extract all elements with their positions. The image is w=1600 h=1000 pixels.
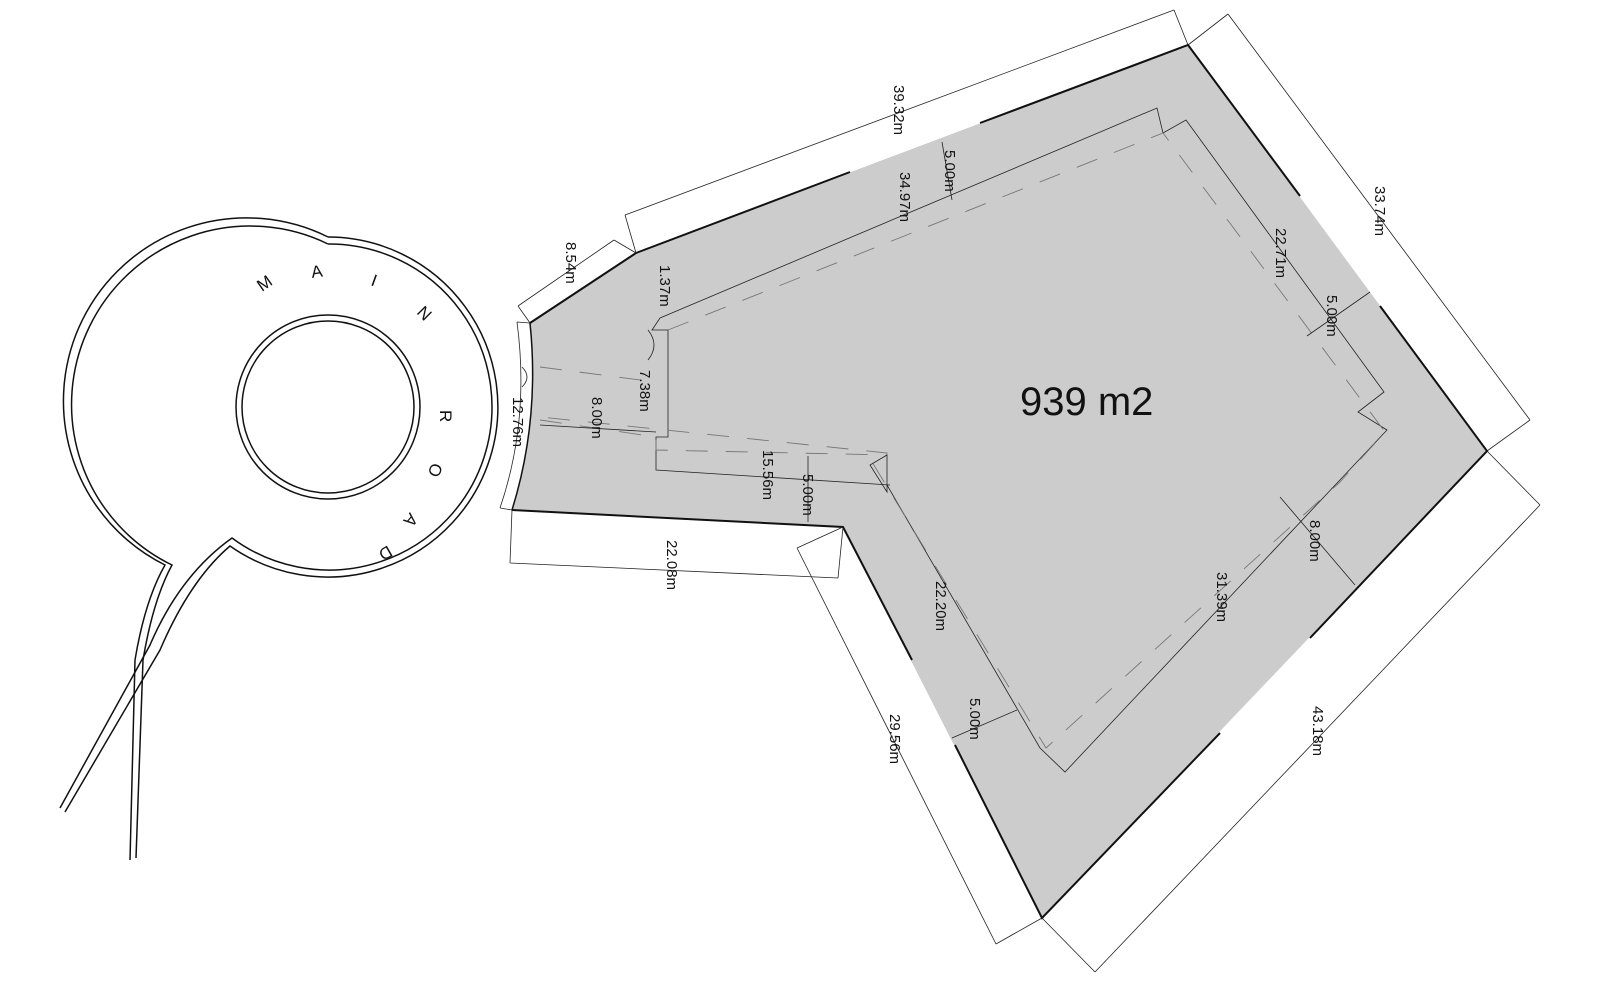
- dim-boundary-right-top: 33.74m: [1371, 186, 1388, 236]
- dim-boundary-top-left: 8.54m: [562, 242, 579, 284]
- dimension-labels: 39.32m 8.54m 33.74m 43.18m 29.56m 22.08m…: [509, 85, 1388, 764]
- setback-ticks: [521, 141, 1371, 739]
- dim-inner-right-bottom: 31.39m: [1213, 572, 1230, 622]
- svg-text:O: O: [424, 461, 446, 480]
- dim-inner-top: 34.97m: [896, 172, 913, 222]
- front-setback-line: [539, 424, 657, 433]
- svg-text:D: D: [375, 542, 395, 565]
- dim-setback-right-top: 5.00m: [1323, 295, 1340, 337]
- dim-boundary-bottom-left: 29.56m: [886, 714, 903, 764]
- setback-marker-triangle: [869, 454, 888, 494]
- svg-text:A: A: [310, 261, 325, 281]
- dim-inner-bottom: 15.56m: [759, 450, 776, 500]
- area-label: 939 m2: [1020, 380, 1153, 424]
- svg-text:A: A: [399, 509, 421, 530]
- svg-text:I: I: [369, 271, 380, 290]
- dim-corner-small: 1.37m: [656, 265, 673, 307]
- dim-setback-bottom: 5.00m: [799, 474, 816, 516]
- dim-boundary-right-bottom: 43.18m: [1309, 706, 1326, 756]
- dim-setback-right-bottom: 8.00m: [1306, 520, 1323, 562]
- svg-text:M: M: [253, 272, 276, 296]
- dim-setback-bottom-left: 5.00m: [966, 698, 983, 740]
- dim-inner-front: 7.38m: [636, 370, 653, 412]
- dimension-lines: [499, 9, 1541, 973]
- dim-inner-left-bottom: 22.20m: [932, 581, 949, 631]
- svg-text:N: N: [413, 302, 435, 324]
- dim-boundary-bottom: 22.08m: [663, 540, 680, 590]
- dim-frontage-arc: 12.76m: [509, 397, 526, 447]
- svg-text:R: R: [436, 410, 455, 422]
- main-road: [59, 217, 499, 861]
- dim-setback-top: 5.00m: [941, 150, 958, 192]
- setback-line-solid: [651, 107, 1388, 773]
- dim-inner-right-top: 22.71m: [1272, 228, 1289, 278]
- dim-setback-front: 8.00m: [588, 397, 605, 439]
- dim-boundary-top: 39.32m: [890, 85, 907, 135]
- plot-area: [512, 45, 1487, 918]
- road-name: M A I N R O A D: [253, 261, 455, 564]
